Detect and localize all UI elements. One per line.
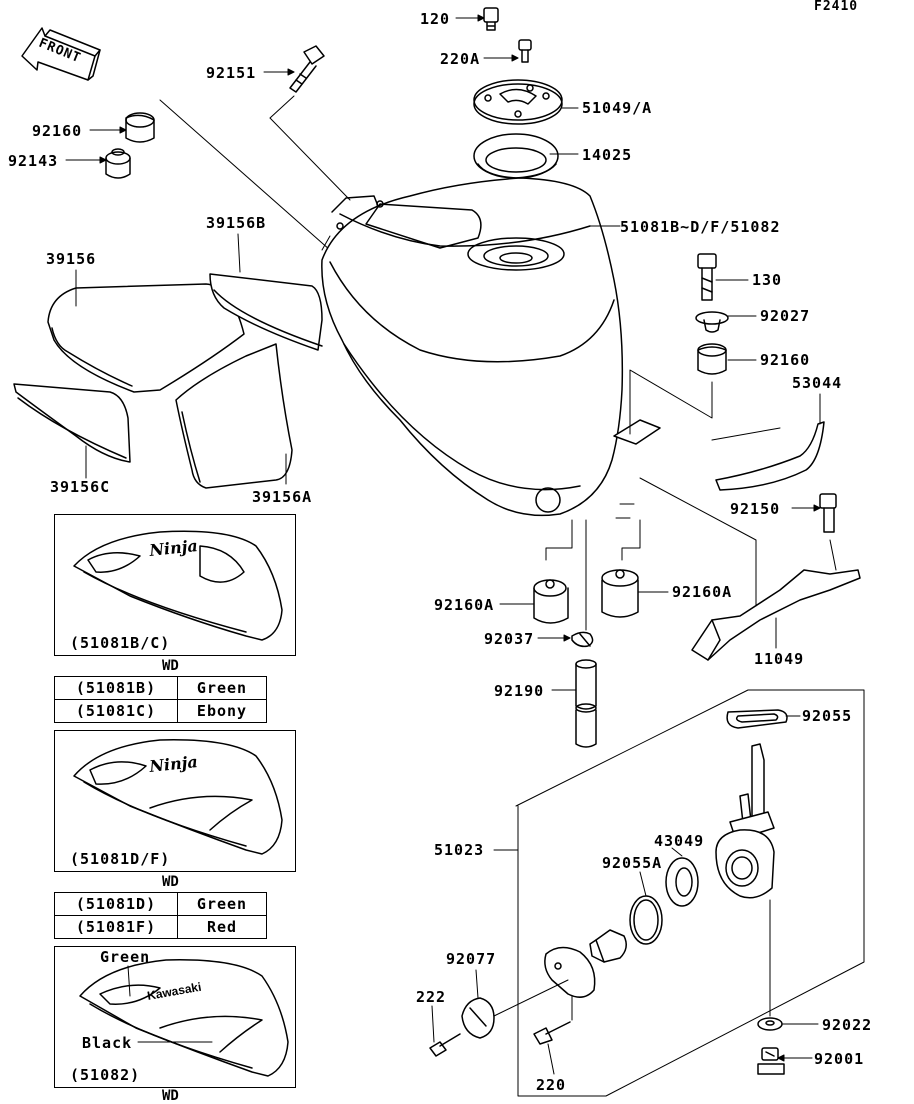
label-53044: 53044 — [792, 374, 842, 392]
hose-92190-icon — [575, 659, 597, 748]
label-43049: 43049 — [654, 832, 704, 850]
lever-plate-icon — [544, 946, 596, 998]
bolt-130-icon — [697, 253, 717, 301]
table-cell-color: Green — [177, 892, 267, 916]
grommet-92160-right-icon — [697, 343, 727, 375]
bolt-92001-icon — [757, 1047, 785, 1075]
grommet-92160-icon — [125, 112, 155, 143]
label-220: 220 — [536, 1076, 566, 1094]
panel2-wd: WD — [162, 874, 179, 890]
label-92190: 92190 — [494, 682, 544, 700]
fuel-cock-51023-icon — [715, 743, 775, 899]
label-39156B: 39156B — [206, 214, 266, 232]
label-120: 120 — [420, 10, 450, 28]
cap-51049-icon — [473, 79, 563, 125]
panel1-wd: WD — [162, 658, 179, 674]
table-cell-code: (51081C) — [54, 699, 178, 723]
o-ring-92055A-icon — [629, 895, 663, 945]
panel2-frame — [54, 730, 296, 872]
label-92160-top: 92160 — [32, 122, 82, 140]
panel3-color-bottom: Black — [82, 1034, 132, 1052]
clamp-92037-icon — [571, 631, 594, 648]
panel1-tank-icon — [73, 530, 283, 641]
label-51081: 51081B~D/F/51082 — [620, 218, 781, 236]
collar-92143-icon — [105, 148, 131, 179]
pad-39156C-icon — [13, 383, 131, 463]
table-cell-color: Ebony — [177, 699, 267, 723]
label-92160A-left: 92160A — [434, 596, 494, 614]
panel3-wd: WD — [162, 1088, 179, 1104]
screw-220-icon — [533, 1021, 571, 1045]
label-220A: 220A — [440, 50, 480, 68]
table-cell-color: Green — [177, 676, 267, 700]
label-14025: 14025 — [582, 146, 632, 164]
label-51023: 51023 — [434, 841, 484, 859]
bracket-11049-icon — [691, 569, 861, 661]
gasket-92055-icon — [726, 709, 788, 729]
label-92143: 92143 — [8, 152, 58, 170]
panel3-caption: (51082) — [70, 1066, 140, 1084]
valve-core-icon — [589, 929, 627, 963]
label-92022: 92022 — [822, 1016, 872, 1034]
table-row: (51081B) Green — [54, 676, 267, 700]
label-39156: 39156 — [46, 250, 96, 268]
table-row: (51081C) Ebony — [54, 699, 267, 723]
trim-53044-icon — [715, 421, 825, 491]
screw-222-icon — [429, 1033, 461, 1057]
label-51049A: 51049/A — [582, 99, 652, 117]
label-39156C: 39156C — [50, 478, 110, 496]
panel1-color-table: (51081B) Green (51081C) Ebony — [54, 676, 267, 723]
panel1-caption: (51081B/C) — [70, 634, 170, 652]
bolt-92151-icon — [289, 45, 325, 93]
panel2-caption: (51081D/F) — [70, 850, 170, 868]
label-39156A: 39156A — [252, 488, 312, 506]
fuel-tank-51081-icon — [321, 177, 661, 517]
label-92160A-right: 92160A — [672, 583, 732, 601]
panel1-frame — [54, 514, 296, 656]
panel3-tank-icon — [79, 959, 289, 1077]
panel3-color-top: Green — [100, 948, 150, 966]
table-cell-color: Red — [177, 915, 267, 939]
pad-39156B-icon — [209, 273, 323, 351]
label-92027: 92027 — [760, 307, 810, 325]
gasket-14025-icon — [473, 133, 559, 179]
filter-43049-icon — [665, 857, 699, 907]
pad-39156A-icon — [175, 343, 293, 489]
table-cell-code: (51081D) — [54, 892, 178, 916]
bolt-92150-icon — [819, 493, 837, 533]
figure-code: F2410 — [814, 0, 858, 14]
label-92160-right: 92160 — [760, 351, 810, 369]
knob-92077-icon — [461, 997, 495, 1039]
table-cell-code: (51081F) — [54, 915, 178, 939]
label-130: 130 — [752, 271, 782, 289]
pad-39156-icon — [47, 283, 245, 393]
label-222: 222 — [416, 988, 446, 1006]
panel3-frame — [54, 946, 296, 1088]
label-92001: 92001 — [814, 1050, 864, 1068]
washer-92022-icon — [757, 1017, 783, 1031]
panel2-color-table: (51081D) Green (51081F) Red — [54, 892, 267, 939]
label-92037: 92037 — [484, 630, 534, 648]
damper-92160A-left-icon — [533, 579, 569, 624]
bolt-120-icon — [483, 7, 499, 31]
label-92151: 92151 — [206, 64, 256, 82]
washer-92027-icon — [695, 311, 729, 333]
label-92055: 92055 — [802, 707, 852, 725]
label-92077: 92077 — [446, 950, 496, 968]
panel2-tank-icon — [73, 739, 283, 855]
front-arrow-icon — [21, 27, 101, 81]
damper-92160A-right-icon — [601, 569, 639, 618]
label-92055A: 92055A — [602, 854, 662, 872]
table-row: (51081D) Green — [54, 892, 267, 916]
label-92150: 92150 — [730, 500, 780, 518]
table-row: (51081F) Red — [54, 915, 267, 939]
screw-220A-icon — [518, 39, 532, 63]
label-11049: 11049 — [754, 650, 804, 668]
table-cell-code: (51081B) — [54, 676, 178, 700]
